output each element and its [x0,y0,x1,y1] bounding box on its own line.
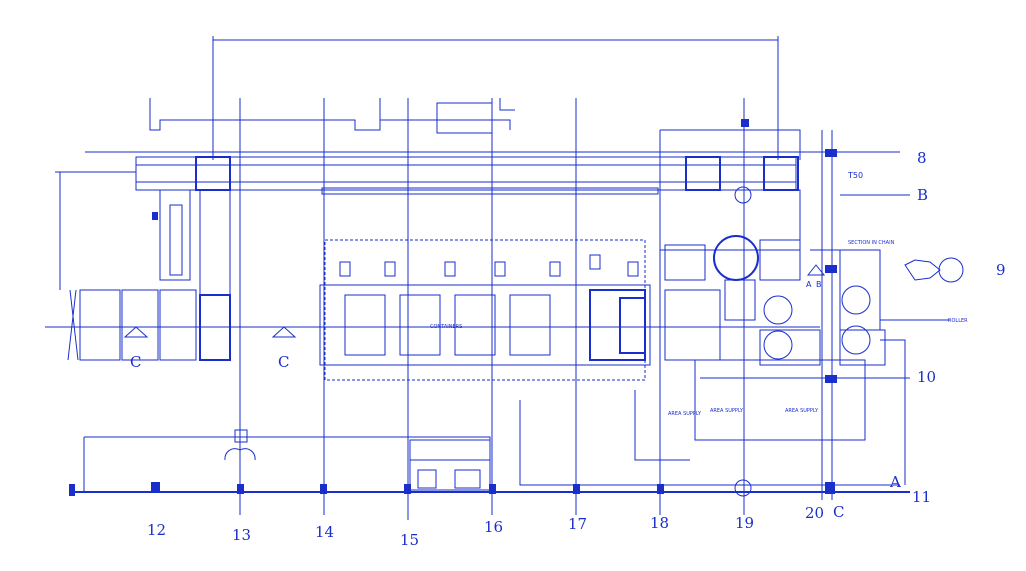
column-label-19: 19 [735,514,754,532]
rotary-unit [713,235,759,281]
row-label-10: 10 [917,368,936,386]
annotation-area-left: AREA SUPPLY [668,411,702,417]
column-label-14: 14 [315,523,334,541]
column-label-12: 12 [147,521,166,539]
row-label-b: B [917,186,928,204]
left-machine-2 [121,289,159,361]
annotation-center: CONTAINERS [430,324,462,330]
press-5 [589,289,646,361]
section-marker-c-left [123,326,149,338]
annotation-area-right: AREA SUPPLY [785,408,819,414]
lower-wall [84,436,491,492]
left-machine-3 [159,289,197,361]
column-label-16: 16 [484,518,503,536]
row-label-8: 8 [917,149,927,167]
section-marker-c-mid [271,326,297,338]
annotation-area-mid: AREA SUPPLY [710,408,744,414]
column-label-15: 15 [400,531,419,549]
annotation-top-right: SECTION IN CHAIN [848,240,895,246]
right-machine-1 [664,289,721,361]
press-3 [454,294,496,356]
upper-wall [149,98,511,131]
section-letter-c-mid: C [278,353,289,371]
section-letter-a: A [806,280,812,289]
column-label-13: 13 [232,526,251,544]
utility-room [409,439,491,491]
column-label-18: 18 [650,514,669,532]
grid-corner-label: C [833,503,844,521]
row-label-a: A [889,473,901,491]
column-label-20: 20 [805,504,824,522]
grid-markers [69,119,837,496]
press-2 [399,294,441,356]
annotation-t50: T50 [847,171,863,180]
section-letter-b: B [816,280,822,289]
row-label-9: 9 [996,261,1006,279]
annotation-right-callout: ROLLER [948,318,968,324]
right-enclosure [694,359,866,441]
press-1 [344,294,386,356]
left-machine-1 [79,289,121,361]
press-4 [509,294,551,356]
overhead-conveyor [135,156,797,191]
section-letter-c-left: C [130,353,141,371]
column-label-17: 17 [568,515,587,533]
row-label-11: 11 [912,488,931,506]
section-marker-ab [806,264,826,276]
